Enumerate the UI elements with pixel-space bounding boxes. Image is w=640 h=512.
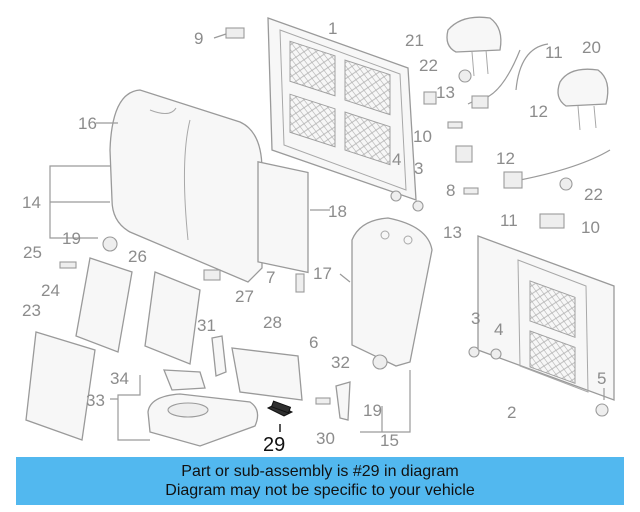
- callout-11: 11: [545, 43, 563, 62]
- callout-11b: 11: [500, 211, 518, 230]
- callout-10: 10: [413, 127, 432, 146]
- callout-9: 9: [194, 29, 203, 48]
- banner-line-1: Part or sub-assembly is #29 in diagram: [181, 463, 459, 480]
- callout-24: 24: [41, 281, 60, 300]
- headrest-21: [446, 16, 502, 53]
- callout-3: 3: [414, 159, 423, 178]
- callout-19b: 19: [363, 401, 382, 420]
- seat-back-cushion: [109, 89, 263, 283]
- armrest: [147, 393, 259, 447]
- pad: [257, 161, 309, 274]
- callout-1: 1: [328, 19, 337, 38]
- callout-34: 34: [110, 369, 129, 388]
- info-banner: Part or sub-assembly is #29 in diagram D…: [16, 457, 624, 505]
- callout-4b: 4: [494, 320, 503, 339]
- callout-4: 4: [392, 150, 401, 169]
- leader-lines: [49, 33, 605, 441]
- bracket-31: [211, 335, 227, 377]
- parts-diagram: 1 2 3 3 4 4 5 6 7 8 9 10 10 11 11 12 12 …: [22, 16, 615, 456]
- callout-26: 26: [128, 247, 147, 266]
- callout-28: 28: [263, 313, 282, 332]
- callout-23: 23: [22, 301, 41, 320]
- callout-6: 6: [309, 333, 318, 352]
- callout-8: 8: [446, 181, 455, 200]
- callout-2: 2: [507, 403, 516, 422]
- callout-5: 5: [597, 369, 606, 388]
- callout-3b: 3: [471, 309, 480, 328]
- banner-line-2: Diagram may not be specific to your vehi…: [165, 482, 475, 499]
- callout-18: 18: [328, 202, 347, 221]
- callout-22b: 22: [584, 185, 603, 204]
- callout-12b: 12: [496, 149, 515, 168]
- callout-12: 12: [529, 102, 548, 121]
- panel-24: [75, 257, 133, 353]
- panel-23: [25, 331, 96, 441]
- highlighted-bolt-29: [266, 400, 294, 432]
- callout-20: 20: [582, 38, 601, 57]
- headrest-20: [557, 68, 609, 107]
- callout-15: 15: [380, 431, 399, 450]
- bracket-28: [231, 347, 303, 401]
- seat-back-frame-lower: [477, 235, 615, 401]
- callout-33: 33: [86, 391, 105, 410]
- callout-16: 16: [78, 114, 97, 133]
- callout-30: 30: [316, 429, 335, 448]
- callout-21: 21: [405, 31, 424, 50]
- callout-13b: 13: [443, 223, 462, 242]
- seat-back-frame: [267, 17, 417, 201]
- side-cushion: [351, 217, 433, 367]
- callout-10b: 10: [581, 218, 600, 237]
- callout-19: 19: [62, 229, 81, 248]
- callout-22: 22: [419, 56, 438, 75]
- callout-13: 13: [436, 83, 455, 102]
- clip-32: [335, 381, 351, 421]
- callout-25: 25: [23, 243, 42, 262]
- callout-17: 17: [313, 264, 332, 283]
- callout-14: 14: [22, 193, 41, 212]
- callout-7: 7: [266, 268, 275, 287]
- cup-holder: [163, 369, 206, 391]
- callout-27: 27: [235, 287, 254, 306]
- callout-29: 29: [263, 434, 285, 456]
- callout-labels: 1 2 3 3 4 4 5 6 7 8 9 10 10 11 11 12 12 …: [22, 19, 606, 456]
- callout-32: 32: [331, 353, 350, 372]
- panel-26: [144, 271, 201, 365]
- callout-31: 31: [197, 316, 216, 335]
